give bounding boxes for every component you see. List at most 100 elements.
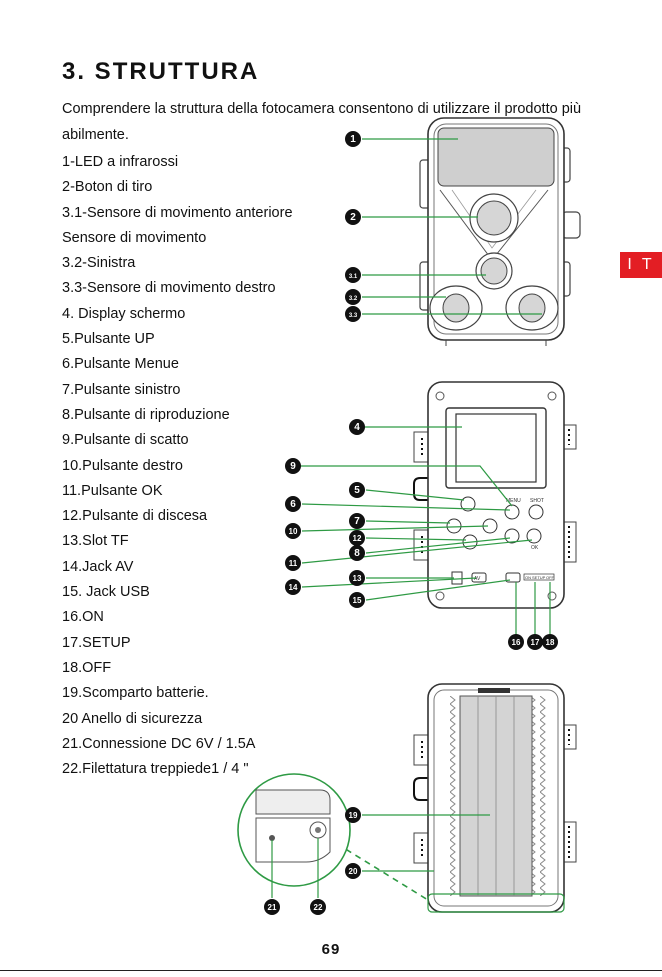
part-item: 13.Slot TF xyxy=(62,533,129,550)
callout-badge: 15 xyxy=(349,592,365,608)
svg-text:5: 5 xyxy=(354,485,360,496)
callout-badge: 6 xyxy=(285,496,301,512)
page-number: 69 xyxy=(321,941,341,958)
camera-interior-view xyxy=(237,683,577,913)
part-item: 21.Connessione DC 6V / 1.5A xyxy=(62,735,256,752)
callout-badge: 3.1 xyxy=(345,267,361,283)
ok-label: OK xyxy=(531,545,539,551)
callout-badge: 18 xyxy=(542,634,558,650)
part-item: 5.Pulsante UP xyxy=(62,331,155,348)
part-item: 3.2-Sinistra xyxy=(62,255,136,272)
svg-text:14: 14 xyxy=(289,583,298,592)
part-item: 7.Pulsante sinistro xyxy=(62,381,181,398)
part-item: 6.Pulsante Menue xyxy=(62,356,179,373)
led-panel xyxy=(437,127,555,187)
bottom-rule xyxy=(0,970,662,971)
part-item: 15. Jack USB xyxy=(62,584,150,601)
callout-badge: 11 xyxy=(285,555,301,571)
intro-text: Comprendere la struttura della fotocamer… xyxy=(62,101,582,143)
dc-connector-icon xyxy=(269,835,275,841)
av-label: AV xyxy=(474,576,481,582)
display-screen xyxy=(455,413,537,483)
parts-list: 1-LED a infrarossi 2-Boton di tiro 3.1-Sen… xyxy=(62,150,293,782)
part-item: 16.ON xyxy=(62,609,104,626)
callout-leaders xyxy=(271,138,551,898)
lens-icon xyxy=(476,200,512,236)
svg-text:3.2: 3.2 xyxy=(349,296,358,302)
part-item: 2-Boton di tiro xyxy=(62,179,153,196)
off-label: OFF xyxy=(546,575,555,580)
callout-badge: 2 xyxy=(345,209,361,225)
language-tab: I T xyxy=(620,252,662,278)
part-item: 3.3-Sensore di movimento destro xyxy=(62,280,276,297)
callout-badge: 13 xyxy=(349,570,365,586)
part-item: 10.Pulsante destro xyxy=(62,457,183,474)
part-item: 14.Jack AV xyxy=(62,558,134,575)
svg-text:19: 19 xyxy=(349,811,358,820)
callout-badge: 10 xyxy=(285,523,301,539)
part-item: 1-LED a infrarossi xyxy=(62,154,179,170)
callout-badge: 21 xyxy=(264,899,280,915)
shot-label: SHOT xyxy=(530,498,544,504)
callout-badge: 9 xyxy=(285,458,301,474)
part-item: 17.SETUP xyxy=(62,634,131,651)
svg-text:20: 20 xyxy=(349,867,358,876)
setup-label: SETUP xyxy=(532,575,546,580)
svg-text:18: 18 xyxy=(546,638,555,647)
part-item: 11.Pulsante OK xyxy=(62,482,163,499)
part-item: 19.Scomparto batterie. xyxy=(62,685,209,702)
svg-text:17: 17 xyxy=(531,638,540,647)
svg-text:8: 8 xyxy=(354,548,360,559)
callout-badge: 12 xyxy=(349,530,365,546)
camera-front-view xyxy=(419,117,581,346)
part-item: Sensore di movimento xyxy=(62,229,207,246)
page-title: 3. STRUTTURA xyxy=(62,58,260,85)
callout-badge: 1 xyxy=(345,131,361,147)
right-motion-sensor-icon xyxy=(518,293,546,323)
part-item: 18.OFF xyxy=(62,659,112,676)
svg-text:11: 11 xyxy=(289,559,298,568)
front-motion-sensor-icon xyxy=(480,257,508,285)
svg-text:1: 1 xyxy=(350,134,356,145)
callout-badge: 22 xyxy=(310,899,326,915)
left-motion-sensor-icon xyxy=(442,293,470,323)
callout-badge: 19 xyxy=(345,807,361,823)
svg-text:3.3: 3.3 xyxy=(349,313,358,319)
svg-text:13: 13 xyxy=(353,574,362,583)
svg-text:10: 10 xyxy=(289,527,298,536)
callout-badge: 17 xyxy=(527,634,543,650)
callout-badge: 3.2 xyxy=(345,289,361,305)
camera-back-view: MENU SHOT OK AV ON SETUP OFF xyxy=(413,381,577,609)
svg-text:4: 4 xyxy=(354,422,360,433)
callout-badge: 8 xyxy=(349,545,365,561)
svg-text:22: 22 xyxy=(314,903,323,912)
part-item: 4. Display schermo xyxy=(62,305,186,322)
callout-badge: 3.3 xyxy=(345,306,361,322)
svg-text:3.1: 3.1 xyxy=(349,274,358,280)
svg-text:9: 9 xyxy=(290,461,296,472)
menu-label: MENU xyxy=(506,498,521,504)
part-item: 9.Pulsante di scatto xyxy=(62,432,189,449)
callout-badge: 20 xyxy=(345,863,361,879)
callout-badge: 4 xyxy=(349,419,365,435)
part-item: 20 Anello di sicurezza xyxy=(62,710,203,727)
svg-text:21: 21 xyxy=(268,903,277,912)
part-item: 22.Filettatura treppiede1 / 4 " xyxy=(62,761,249,778)
security-ring-highlight xyxy=(427,893,565,913)
callout-badge: 16 xyxy=(508,634,524,650)
part-item: 8.Pulsante di riproduzione xyxy=(62,406,230,423)
callout-badge: 14 xyxy=(285,579,301,595)
svg-text:7: 7 xyxy=(354,516,360,527)
on-label: ON xyxy=(525,575,531,580)
part-item: 12.Pulsante di discesa xyxy=(62,508,208,525)
callout-badge: 7 xyxy=(349,513,365,529)
svg-text:15: 15 xyxy=(353,596,362,605)
part-item: 3.1-Sensore di movimento anteriore xyxy=(62,204,293,221)
callout-badge: 5 xyxy=(349,482,365,498)
svg-text:16: 16 xyxy=(512,638,521,647)
svg-text:6: 6 xyxy=(290,499,296,510)
svg-text:12: 12 xyxy=(353,534,362,543)
svg-text:2: 2 xyxy=(350,212,356,223)
